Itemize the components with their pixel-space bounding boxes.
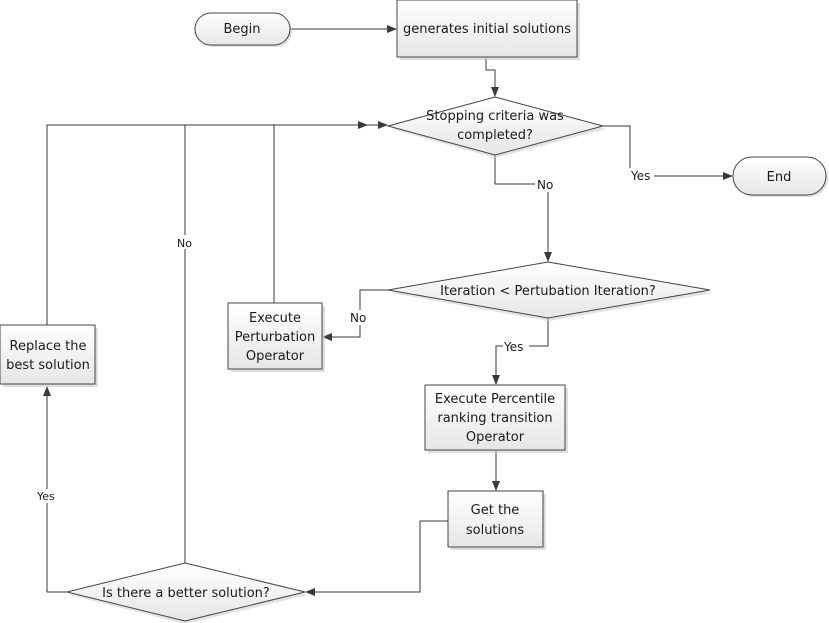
begin-label: Begin	[223, 22, 260, 37]
node-better-check[interactable]: Is there a better solution?	[66, 562, 308, 623]
edge-better-yes-to-replace	[43, 386, 67, 593]
perturb-line-2: Perturbation	[235, 330, 316, 345]
node-perturb[interactable]: Execute Perturbation Operator	[227, 302, 325, 372]
edge-replace-to-loop	[46, 121, 368, 325]
stop-check-line-2: completed?	[457, 128, 533, 143]
better-check-label: Is there a better solution?	[102, 586, 270, 601]
replace-line-1: Replace the	[10, 339, 87, 354]
label-stop-no: No	[537, 178, 553, 192]
perturb-line-3: Operator	[246, 349, 305, 364]
node-get-solutions[interactable]: Get the solutions	[447, 490, 546, 550]
init-label: generates initial solutions	[403, 22, 571, 37]
connectors	[43, 25, 733, 596]
node-begin[interactable]: Begin	[194, 12, 292, 47]
node-stop-check[interactable]: Stopping criteria was completed?	[386, 96, 606, 158]
edge-labels: Yes No No Yes Yes No	[35, 168, 654, 503]
label-iter-yes: Yes	[503, 340, 523, 354]
node-replace[interactable]: Replace the best solution	[0, 324, 98, 387]
iter-check-label: Iteration < Pertubation Iteration?	[440, 284, 656, 299]
percentile-line-2: ranking transition	[437, 411, 552, 426]
edge-get-to-better	[305, 520, 448, 596]
node-iter-check[interactable]: Iteration < Pertubation Iteration?	[387, 261, 713, 321]
stop-check-line-1: Stopping criteria was	[426, 109, 564, 124]
node-init[interactable]: generates initial solutions	[396, 0, 580, 60]
edge-stop-no-to-iter	[494, 155, 552, 262]
replace-line-2: best solution	[6, 358, 90, 373]
percentile-line-3: Operator	[466, 430, 525, 445]
perturb-line-1: Execute	[249, 311, 301, 326]
node-percentile[interactable]: Execute Percentile ranking transition Op…	[424, 384, 568, 453]
edge-init-to-stop-check	[485, 58, 499, 97]
node-end[interactable]: End	[732, 156, 828, 197]
edge-stop-yes-to-end	[603, 125, 733, 180]
get-solutions-line-2: solutions	[466, 523, 524, 538]
label-better-yes: Yes	[36, 490, 55, 503]
end-label: End	[767, 170, 792, 185]
percentile-line-1: Execute Percentile	[435, 392, 555, 407]
label-iter-no: No	[350, 311, 366, 325]
label-stop-yes: Yes	[630, 169, 650, 183]
get-solutions-line-1: Get the	[471, 503, 520, 518]
label-better-no: No	[177, 237, 192, 250]
